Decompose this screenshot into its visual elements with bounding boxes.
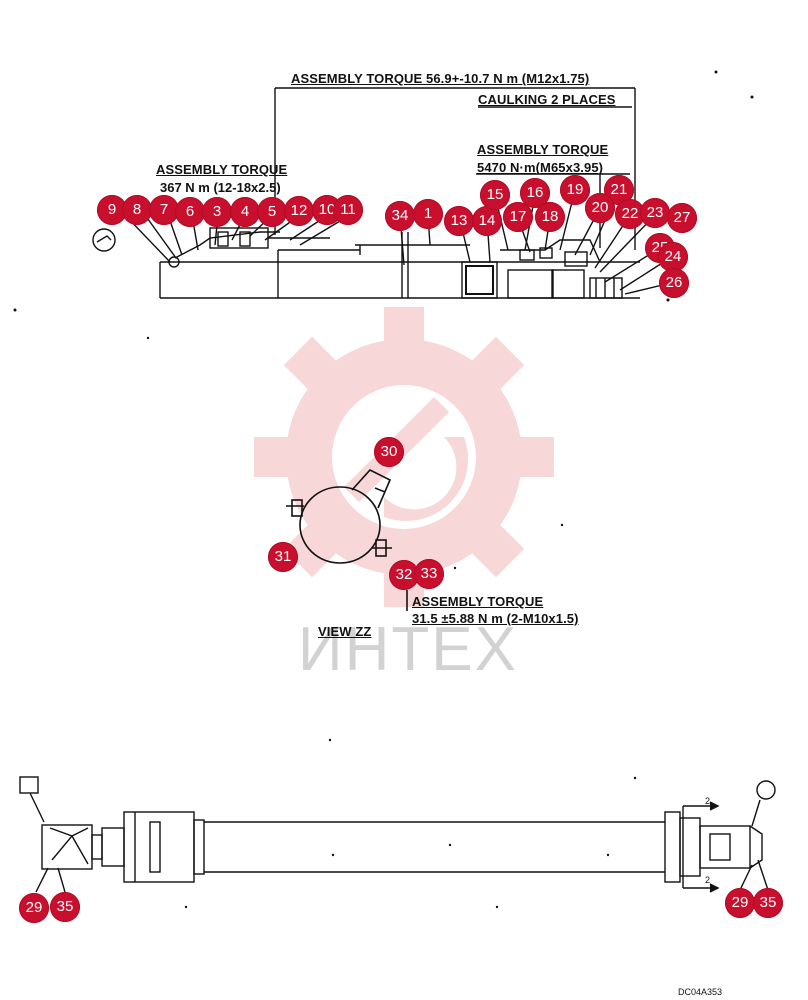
scan-dots [13,70,754,909]
callout-6[interactable]: 6 [175,197,205,227]
grease-fitting-symbol-top [92,228,180,268]
callout-30[interactable]: 30 [374,437,404,467]
callout-17[interactable]: 17 [503,202,533,232]
z-arrow-bottom-label: 2 [705,875,711,885]
view-torque-value: 31.5 ±5.88 N m (2-M10x1.5) [412,611,579,626]
callout-18[interactable]: 18 [535,202,565,232]
mid-torque-value: 5470 N·m(M65x3.95) [477,160,604,175]
callout-15[interactable]: 15 [480,180,510,210]
bottom-cylinder [19,776,776,893]
callout-14[interactable]: 14 [472,206,502,236]
callout-4[interactable]: 4 [230,197,260,227]
callout-27[interactable]: 27 [667,203,697,233]
callout-8[interactable]: 8 [122,195,152,225]
left-torque-title: ASSEMBLY TORQUE [156,162,288,177]
callout-35-right[interactable]: 35 [753,888,783,918]
top-torque-annotation: ASSEMBLY TORQUE 56.9+-10.7 N m (M12x1.75… [291,71,590,86]
callout-24[interactable]: 24 [658,242,688,272]
callout-32[interactable]: 32 [389,560,419,590]
left-torque-value: 367 N m (12-18x2.5) [160,180,281,195]
watermark-gear [254,307,554,607]
view-torque-title: ASSEMBLY TORQUE [412,594,544,609]
view-zz-section [286,469,408,611]
drawing-code: DC04A353 [678,987,723,997]
callout-9[interactable]: 9 [97,195,127,225]
callout-23[interactable]: 23 [640,198,670,228]
callout-29-left[interactable]: 29 [19,893,49,923]
callout-5[interactable]: 5 [257,197,287,227]
callout-13[interactable]: 13 [444,206,474,236]
view-zz-label: VIEW ZZ [318,624,372,639]
callout-11[interactable]: 11 [333,195,363,225]
callout-35-left[interactable]: 35 [50,892,80,922]
callout-1[interactable]: 1 [413,199,443,229]
callout-29-right[interactable]: 29 [725,888,755,918]
watermark-text: ИНТЕХ [298,615,518,684]
callout-3[interactable]: 3 [202,197,232,227]
callout-34[interactable]: 34 [385,201,415,231]
caulking-annotation: CAULKING 2 PLACES [478,92,616,107]
callout-31[interactable]: 31 [268,542,298,572]
z-arrow-top-label: 2 [705,796,711,806]
callout-19[interactable]: 19 [560,175,590,205]
callout-7[interactable]: 7 [149,195,179,225]
callout-33[interactable]: 33 [414,559,444,589]
callout-20[interactable]: 20 [585,193,615,223]
mid-torque-title: ASSEMBLY TORQUE [477,142,609,157]
callout-12[interactable]: 12 [284,196,314,226]
callout-26[interactable]: 26 [659,268,689,298]
